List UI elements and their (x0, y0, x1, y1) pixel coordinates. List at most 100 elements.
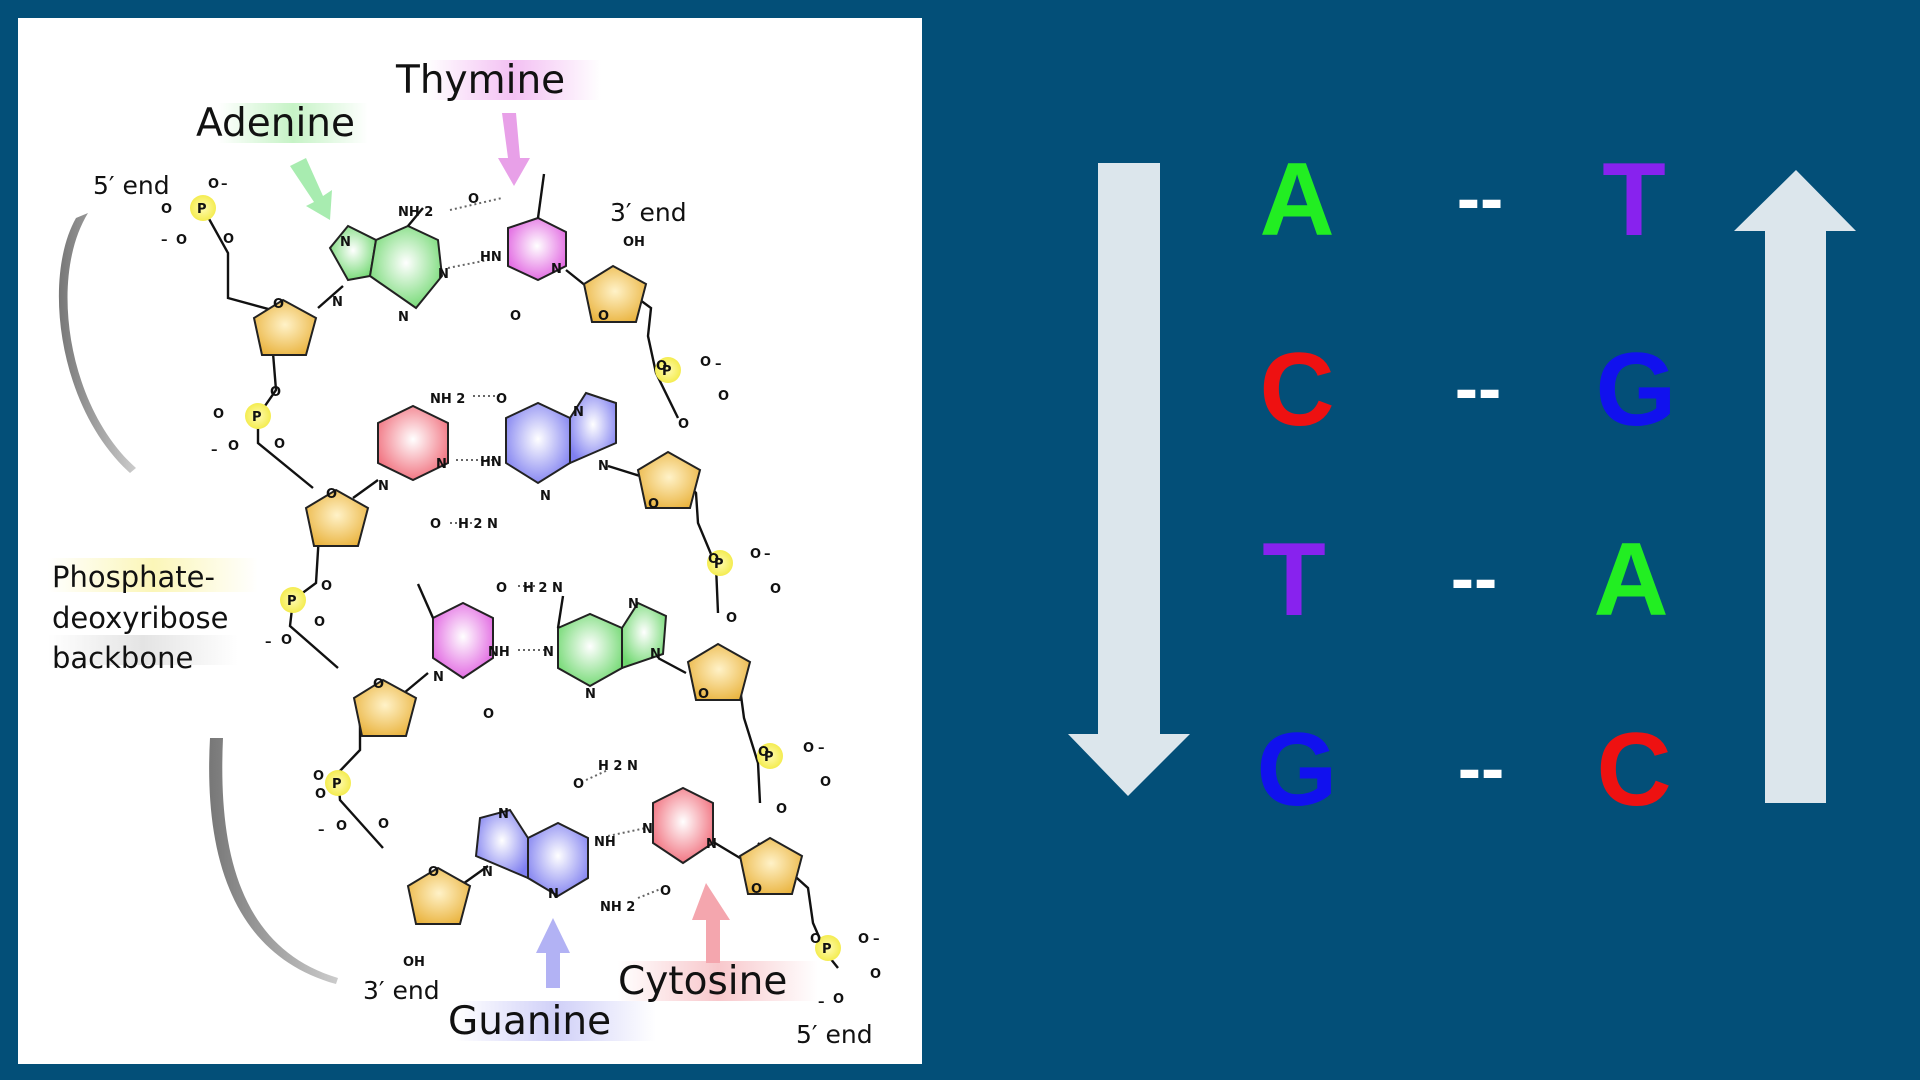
atom-label: O (270, 385, 281, 400)
phosphate-group (245, 403, 271, 429)
atom-label: – (715, 357, 722, 372)
phosphate-group (655, 357, 681, 383)
methyl-bond (416, 583, 435, 619)
left-base-letter: T (1262, 522, 1326, 638)
atom-label: N (585, 687, 596, 702)
atom-label: O (321, 579, 332, 594)
left-base-letter: G (1257, 712, 1338, 828)
atom-label: O (678, 417, 689, 432)
atom-label: H 2 N (523, 581, 563, 596)
atom-label: N (548, 887, 559, 902)
atom-label: – (265, 635, 272, 650)
thymine-label: Thymine (395, 58, 565, 103)
atom-label: O (208, 177, 219, 192)
phosphate-group (325, 770, 351, 796)
atom-label: N (436, 457, 447, 472)
atom-label: O (378, 817, 389, 832)
pair-connector: -- (1451, 539, 1498, 617)
adenine-ring-6 (557, 612, 623, 688)
atom-label: P (822, 942, 832, 957)
atom-label: HN (480, 455, 502, 470)
deoxyribose-sugar (636, 450, 702, 509)
atom-label: P (287, 594, 297, 609)
amine-bond (407, 207, 424, 227)
left-base-letter: A (1259, 142, 1334, 258)
atom-label: O (758, 745, 769, 760)
phosphorus-atoms: P P P P P P P P (197, 202, 832, 957)
atom-label: P (252, 410, 262, 425)
atom-label: O (833, 992, 844, 1007)
deoxyribose-sugar (304, 488, 370, 547)
phosphate-oxygen-atoms: O – O O – O O O O – O O O – O O O O – O … (161, 177, 881, 1010)
atom-label: O (213, 407, 224, 422)
adenine-highlight (218, 103, 368, 143)
right-base-letter: A (1593, 522, 1668, 638)
glycosidic-bond (565, 269, 587, 287)
atom-label: O (176, 233, 187, 248)
atom-label: O (483, 707, 494, 722)
atom-label: N (540, 489, 551, 504)
atom-label: O (510, 309, 521, 324)
atom-label: P (662, 364, 672, 379)
amine-bond (556, 595, 565, 629)
atom-label: P (714, 557, 724, 572)
atom-label: O (870, 967, 881, 982)
right-base-letter: C (1596, 712, 1671, 828)
glycosidic-bond (352, 479, 379, 499)
atom-label: O (336, 819, 347, 834)
left-base-letter: C (1259, 332, 1334, 448)
atom-label: N (628, 597, 639, 612)
right-base-letter: T (1602, 142, 1666, 258)
phosphate-group (280, 587, 306, 613)
atom-label: NH (594, 835, 616, 850)
five-prime-end-top: 5′ end (93, 171, 170, 200)
backbone-highlight (48, 558, 258, 592)
cytosine-highlight (618, 961, 818, 1001)
atom-label: O (770, 582, 781, 597)
atom-label: N (573, 405, 584, 420)
atom-label: NH 2 (398, 205, 433, 220)
strand-arrow-down (1068, 163, 1190, 796)
atom-label: – (818, 741, 825, 756)
atom-label: N (378, 479, 389, 494)
atom-label: N (433, 670, 444, 685)
atom-label: N (498, 807, 509, 822)
atom-label: – (221, 177, 228, 192)
pair-connector: -- (1458, 729, 1505, 807)
atom-label: O (803, 741, 814, 756)
adenine-ring-5 (328, 224, 378, 282)
atom-label: – (211, 443, 218, 458)
atom-label: N (438, 267, 449, 282)
cytosine-label: Cytosine (618, 959, 787, 1004)
hydrogen-bond (607, 827, 647, 837)
atom-label: O (726, 611, 737, 626)
atom-label: OH (623, 235, 645, 250)
atom-label: O (274, 437, 285, 452)
atom-label: O (228, 439, 239, 454)
phosphate-group (815, 935, 841, 961)
backbone-brace-bottom (209, 738, 338, 984)
thymine-ring (432, 601, 494, 680)
atom-label: O (700, 355, 711, 370)
atom-label: – (818, 995, 825, 1010)
atom-label: N (543, 645, 554, 660)
five-prime-end-bottom: 5′ end (796, 1020, 873, 1049)
thymine-adenine-atoms: O H 2 N NH N N O N N N (433, 581, 661, 722)
atom-label: N (706, 837, 717, 852)
cytosine-guanine-atoms: NH 2 O N HN N O H 2 N N N N (378, 392, 609, 532)
atom-label: O (223, 232, 234, 247)
atom-label: – (873, 932, 880, 947)
backbone-brace-top (58, 213, 136, 473)
atom-label: O (750, 547, 761, 562)
pair-connector: -- (1457, 159, 1504, 237)
atom-label: O (820, 775, 831, 790)
guanine-label: Guanine (448, 999, 611, 1044)
backbone-label-line-3: backbone (52, 641, 193, 675)
hydrogen-bond (585, 769, 609, 781)
atom-label: O (430, 517, 441, 532)
guanine-cytosine-atoms: O H 2 N N N N NH N NH 2 O N OH (403, 759, 717, 970)
glycosidic-bond (709, 838, 741, 860)
thymine-pointer-arrow (498, 113, 530, 186)
glycosidic-bond (317, 285, 344, 309)
atom-label: – (764, 547, 771, 562)
